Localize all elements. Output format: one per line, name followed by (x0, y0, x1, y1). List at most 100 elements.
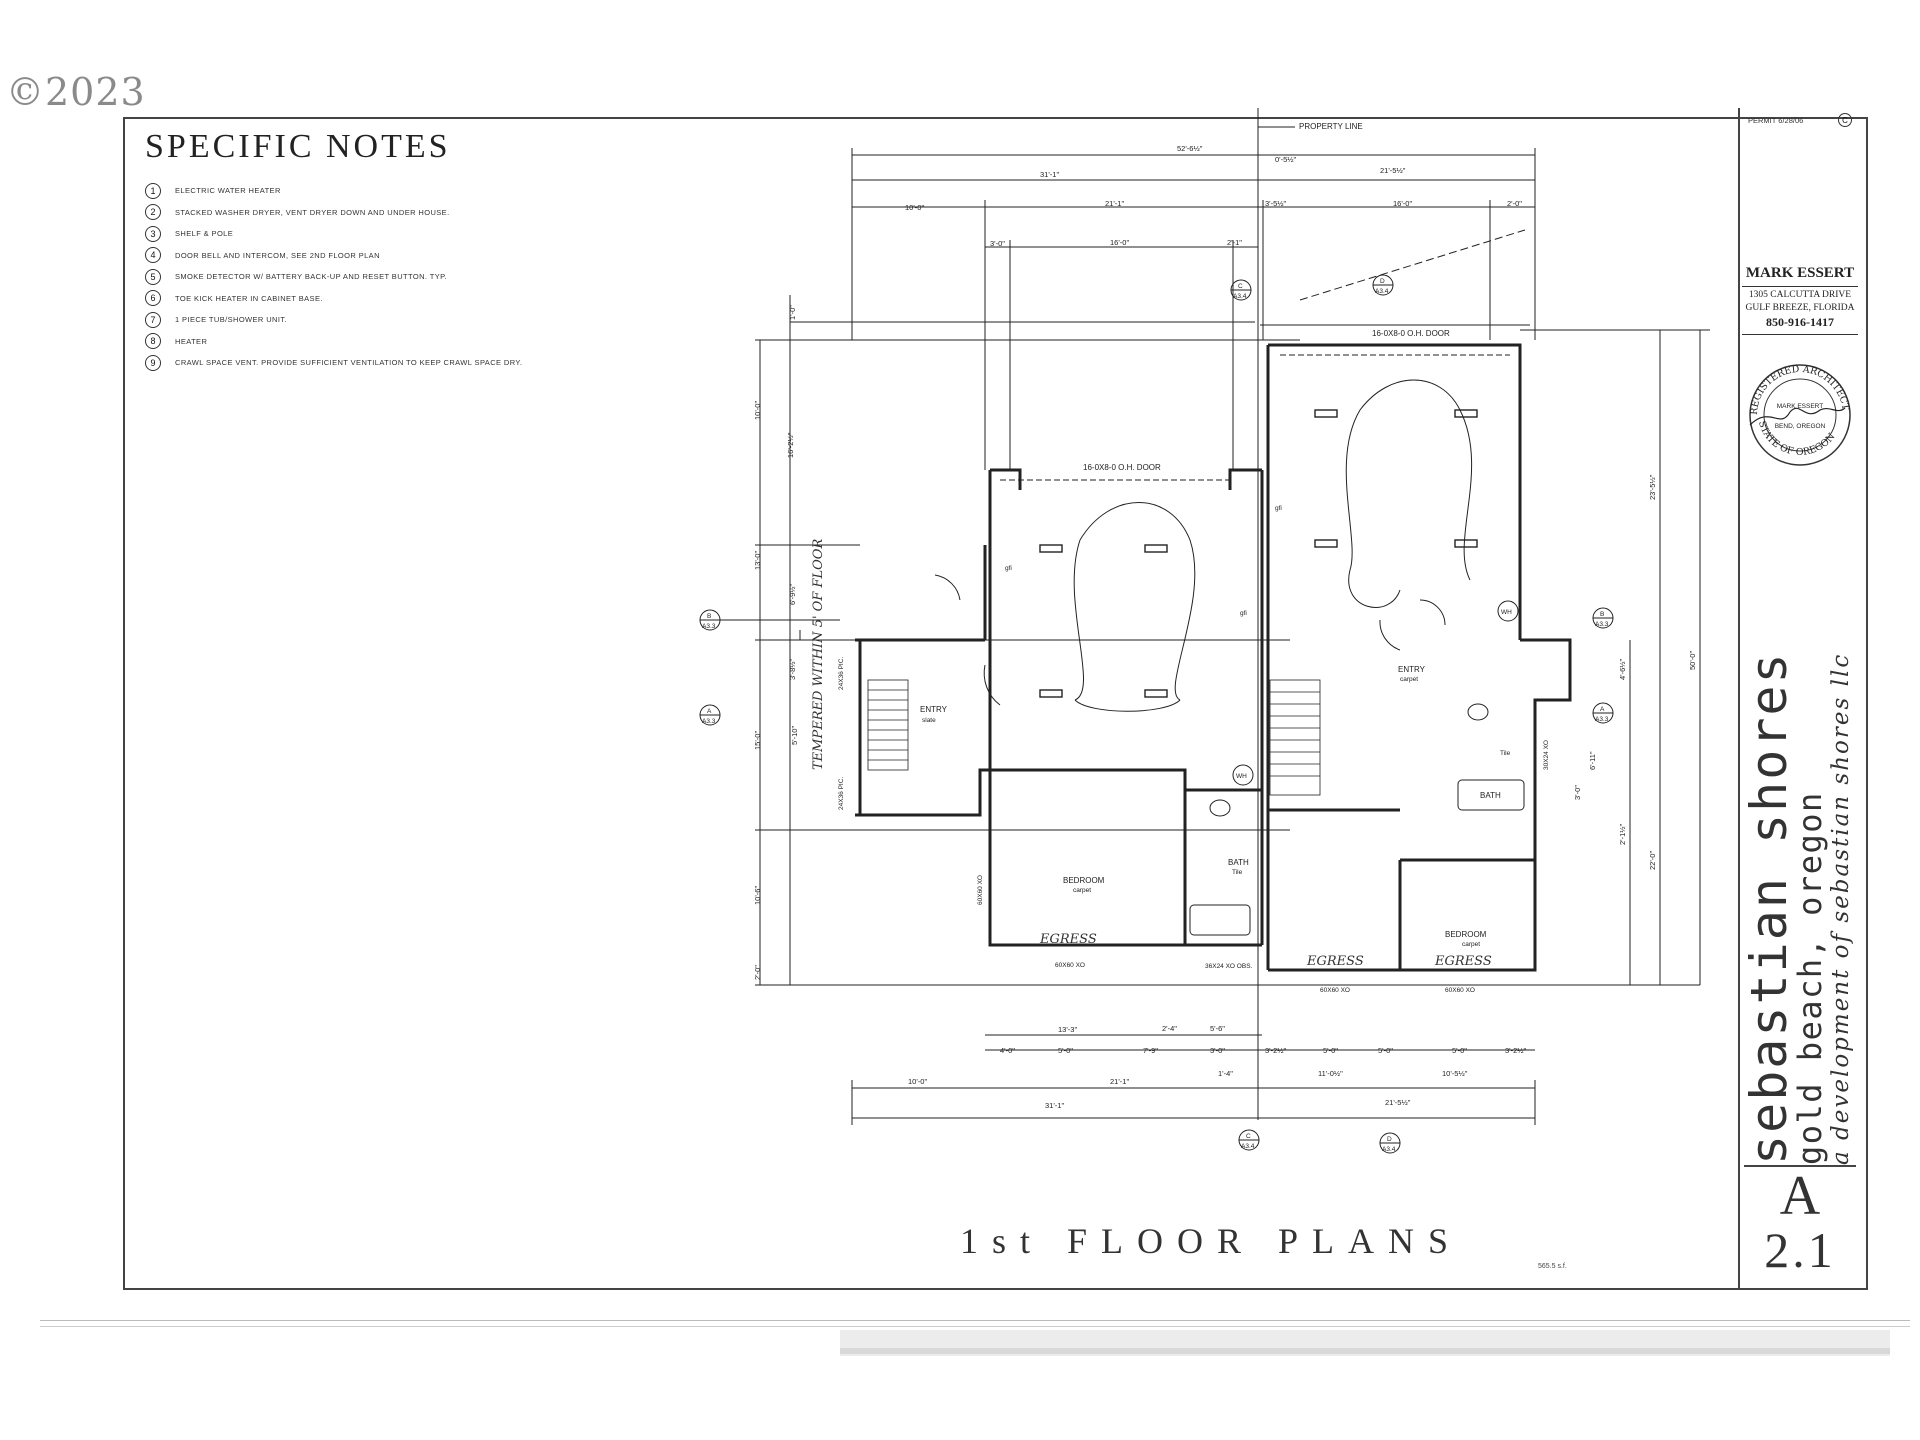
section-c-bottom-letter: C (1246, 1133, 1251, 1140)
sink-left (1209, 799, 1231, 817)
water-heater-right-label: WH (1501, 609, 1512, 616)
room-bath-right-floor: Tile (1500, 750, 1511, 757)
dim-bottom-10: 5'-0" (1378, 1046, 1393, 1055)
door-swing-3 (1419, 599, 1446, 626)
dim-top-12: 2'-1" (1227, 238, 1242, 247)
copyright-watermark: ©2023 (6, 70, 146, 114)
dim-right-3: 4'-6½" (1618, 658, 1627, 680)
dim-left-10: 2'-0" (753, 965, 762, 980)
window-label-5: 60X60 XO (977, 875, 984, 905)
notes-title: SPECIFIC NOTES (145, 128, 451, 165)
room-entry-right: ENTRY (1398, 665, 1426, 674)
room-entry-left-floor: slate (922, 717, 936, 724)
dim-bottom-5: 5'-0" (1058, 1046, 1073, 1055)
dim-left-8: 5'-10" (790, 726, 799, 745)
section-b-right-letter: B (1600, 611, 1604, 618)
section-marker-c-top (1230, 279, 1252, 301)
section-d-bottom-letter: D (1387, 1136, 1392, 1143)
note-number: 6 (145, 290, 161, 307)
drawing-sheet-border (123, 117, 1868, 1290)
note-text: 1 PIECE TUB/SHOWER UNIT. (175, 315, 287, 325)
dim-top-1: 52'-6½" (1177, 144, 1203, 153)
dim-bottom-1: 13'-3" (1058, 1025, 1077, 1034)
plan-area: 565.5 s.f. (1538, 1263, 1567, 1270)
dim-left-7: 15'-0" (753, 731, 762, 750)
light-circuit-left (1073, 502, 1196, 701)
wall-bedroom-top (1040, 768, 1262, 792)
seal-name: MARK ESSERT (1777, 403, 1824, 410)
section-marker-b-left (699, 609, 840, 631)
section-c-top-sheet: A3.4 (1233, 293, 1247, 300)
project-developer: a development of sebastian shores llc (1828, 652, 1854, 1165)
architect-block: MARK ESSERT 1305 CALCUTTA DRIVE GULF BRE… (1742, 265, 1858, 350)
door-swing-4 (1379, 619, 1401, 651)
room-bath-right: BATH (1480, 791, 1501, 800)
dim-bottom-8: 3'-2½" (1265, 1046, 1287, 1055)
project-location: gold beach, oregon (1791, 791, 1829, 1165)
window-label-1: 60X60 XO (1055, 962, 1085, 969)
dim-bottom-4: 4'-0" (1000, 1046, 1015, 1055)
wall-right-step (1520, 638, 1572, 860)
sink-right (1467, 703, 1489, 721)
note-number: 3 (145, 225, 161, 242)
dim-bottom-6: 7'-9" (1143, 1046, 1158, 1055)
note-number: 7 (145, 311, 161, 328)
note-number: 5 (145, 268, 161, 285)
gfi-label-1: gfi (1005, 565, 1012, 572)
light-circuit-right (1345, 379, 1473, 608)
dim-top-5: 10'-0" (905, 203, 924, 212)
wall-entry-bottom (855, 768, 1040, 817)
room-bedroom-right: BEDROOM (1445, 930, 1487, 939)
section-d-bottom-sheet: A3.4 (1382, 1146, 1396, 1153)
room-bedroom-left-floor: carpet (1073, 887, 1091, 894)
dim-top-8: 16'-0" (1393, 199, 1412, 208)
dim-top-2: 31'-1" (1040, 170, 1059, 179)
sheet-number: 2.1 (1764, 1222, 1836, 1278)
project-title-block: sebastian shores gold beach, oregon a de… (1740, 495, 1855, 1165)
note-item: 9 CRAWL SPACE VENT. PROVIDE SUFFICIENT VE… (145, 352, 745, 374)
note-text: HEATER (175, 336, 208, 346)
window-label-3: 60X60 XO (1320, 987, 1350, 994)
note-number: 1 (145, 182, 161, 199)
dim-top-7: 3'-5½" (1265, 199, 1287, 208)
room-bedroom-left: BEDROOM (1063, 876, 1105, 885)
architect-phone: 850-916-1417 (1742, 315, 1858, 335)
note-number: 2 (145, 204, 161, 221)
dim-left-6: 3'-8½" (788, 658, 797, 680)
section-marker-d-bottom (1379, 1132, 1401, 1154)
water-heater-left-icon (1232, 764, 1254, 786)
seal-city: BEND, OREGON (1775, 423, 1826, 430)
section-b-right-sheet: A3.3 (1595, 621, 1609, 628)
note-number: 9 (145, 354, 161, 371)
wall-bedroom-left (988, 770, 1262, 947)
scan-artifact-strip (40, 1320, 1910, 1356)
property-line-label: PROPERTY LINE (1299, 122, 1363, 131)
specific-notes-list: 1 ELECTRIC WATER HEATER 2 STACKED WASHER D… (145, 180, 745, 374)
section-marker-a-right (1592, 702, 1614, 724)
note-text: ELECTRIC WATER HEATER (175, 186, 281, 196)
permit-date: PERMIT 6/28/06 (1748, 116, 1804, 125)
note-text: DOOR BELL AND INTERCOM, SEE 2ND FLOOR PL… (175, 250, 380, 260)
dim-right-4: 6'-11" (1588, 751, 1597, 770)
egress-label-2: EGRESS (1306, 954, 1364, 969)
room-bath-left-floor: Tile (1232, 869, 1243, 876)
dim-bottom-18: 31'-1" (1045, 1101, 1064, 1110)
note-text: CRAWL SPACE VENT. PROVIDE SUFFICIENT VEN… (175, 358, 523, 368)
dim-top-6: 21'-1" (1105, 199, 1124, 208)
gfi-label-2: gfi (1240, 610, 1247, 617)
dim-bottom-14: 21'-1" (1110, 1077, 1129, 1086)
bathtub-right (1457, 779, 1525, 811)
section-c-top-letter: C (1238, 283, 1243, 290)
dim-bottom-19: 21'-5½" (1385, 1098, 1411, 1107)
wall-garage-right (1268, 343, 1522, 640)
stair-right (1269, 679, 1321, 796)
dim-left-5: 6'-9½" (788, 583, 797, 605)
note-text: TOE KICK HEATER IN CABINET BASE. (175, 293, 323, 303)
note-text: STACKED WASHER DRYER, VENT DRYER DOWN AN… (175, 207, 450, 217)
section-b-left-letter: B (707, 613, 711, 620)
permit-mark: C (1838, 113, 1852, 127)
dim-bottom-11: 5'-0" (1452, 1046, 1467, 1055)
dim-right-5: 22'-0" (1648, 851, 1657, 870)
